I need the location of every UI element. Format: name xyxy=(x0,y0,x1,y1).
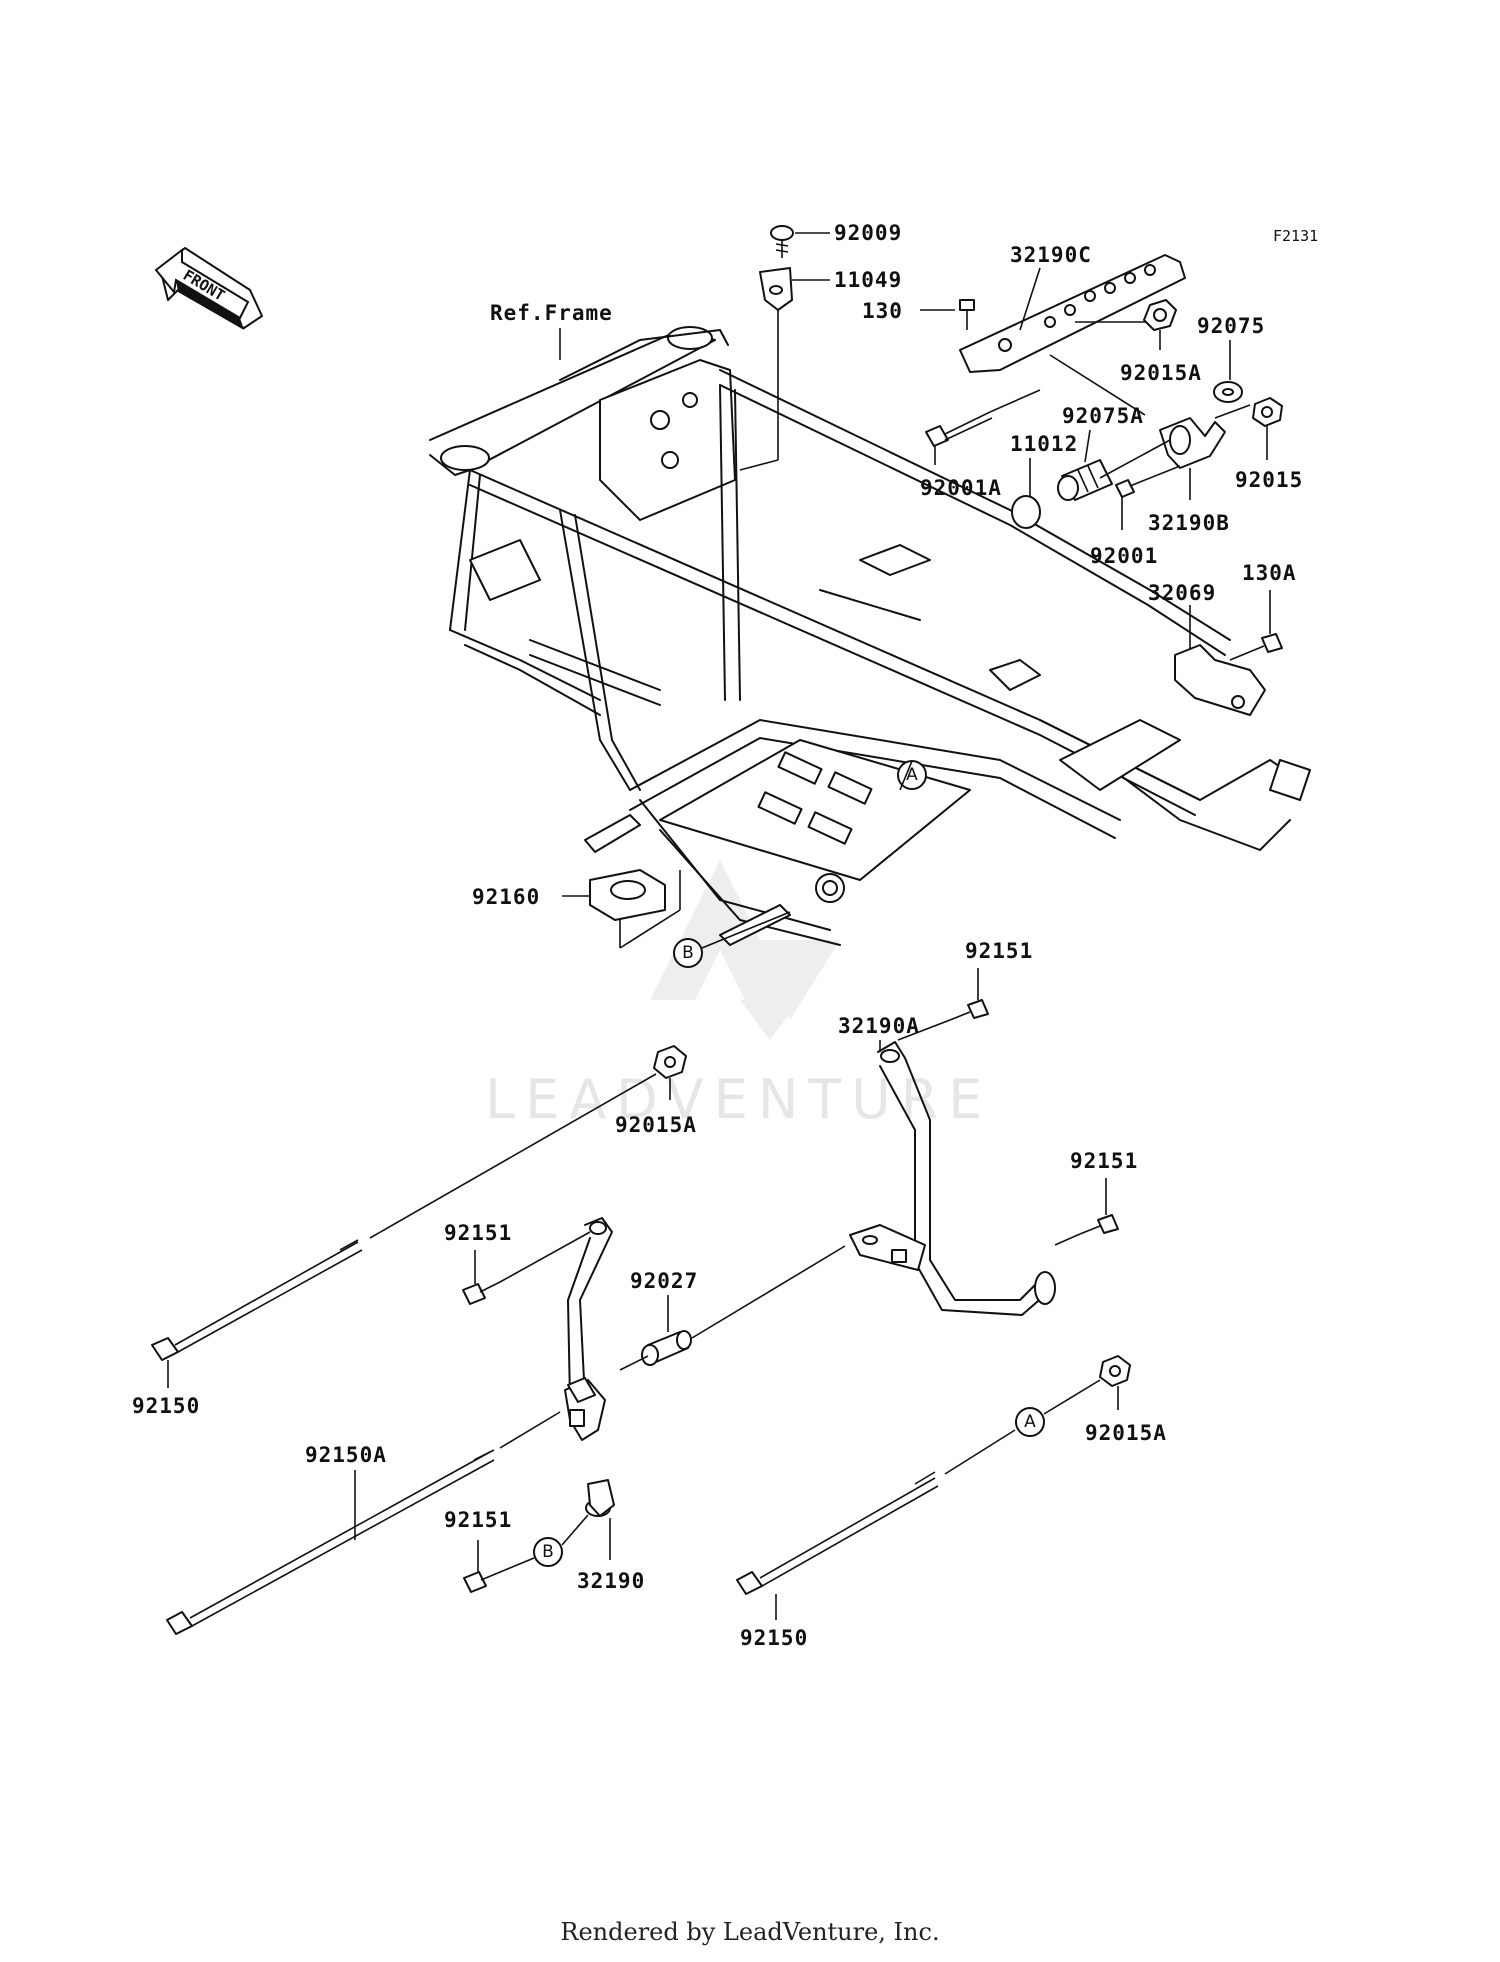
label-92151-b: 92151 xyxy=(1070,1149,1138,1173)
label-32190C: 32190C xyxy=(1010,243,1092,267)
main-frame xyxy=(429,326,1311,946)
part-92009-screw xyxy=(770,225,794,258)
watermark: LEADVENTURE xyxy=(485,860,992,1131)
part-92015-nut xyxy=(1252,397,1283,427)
part-92151-c-bolt xyxy=(462,1281,501,1305)
part-92150-right-bolt xyxy=(736,1471,939,1595)
label-92015A-right: 92015A xyxy=(1085,1421,1167,1445)
part-92015A-top-nut xyxy=(1143,299,1177,331)
label-32190A: 32190A xyxy=(838,1014,920,1038)
part-11012-washer xyxy=(1011,495,1041,529)
part-32069-bracket xyxy=(1174,644,1266,716)
marker-a-frame: A xyxy=(897,760,927,790)
label-11049: 11049 xyxy=(834,268,902,292)
part-92001-bolt xyxy=(1115,465,1181,498)
part-92150A-bolt xyxy=(166,1449,495,1635)
label-92150A: 92150A xyxy=(305,1443,387,1467)
label-92001A: 92001A xyxy=(920,476,1002,500)
marker-a-frame-text: A xyxy=(906,765,918,785)
part-11049-clip xyxy=(759,267,793,311)
label-92151-c: 92151 xyxy=(444,1221,512,1245)
label-92001: 92001 xyxy=(1090,544,1158,568)
front-arrow-icon: FRONT xyxy=(154,247,263,330)
label-11012: 11012 xyxy=(1010,432,1078,456)
label-32069: 32069 xyxy=(1148,581,1216,605)
label-92015A-mid: 92015A xyxy=(615,1113,697,1137)
part-92075A-bushing xyxy=(1057,459,1113,501)
part-92015A-right-nut xyxy=(1099,1355,1131,1387)
marker-b-frame-text: B xyxy=(682,943,694,963)
label-130A: 130A xyxy=(1242,561,1297,585)
label-92027: 92027 xyxy=(630,1269,698,1293)
label-92151-a: 92151 xyxy=(965,939,1033,963)
label-92160: 92160 xyxy=(472,885,540,909)
label-130: 130 xyxy=(862,299,903,323)
watermark-text: LEADVENTURE xyxy=(485,1068,992,1131)
part-92160-spacer xyxy=(589,869,666,921)
part-92151-a-bolt xyxy=(949,999,989,1021)
ref-frame-label: Ref.Frame xyxy=(490,301,613,325)
label-92150-left: 92150 xyxy=(132,1394,200,1418)
part-92027-collar xyxy=(641,1330,692,1366)
marker-a-bolt-text: A xyxy=(1024,1412,1036,1432)
figure-code: F2131 xyxy=(1273,227,1318,245)
part-32190A-bracket xyxy=(849,1041,1056,1316)
footer-credit: Rendered by LeadVenture, Inc. xyxy=(560,1918,940,1946)
part-92015A-mid-nut xyxy=(653,1045,687,1079)
marker-a-bolt: A xyxy=(1015,1407,1045,1437)
part-130-bolt xyxy=(959,299,975,330)
marker-b-frame: B xyxy=(673,938,703,968)
label-92015-top: 92015 xyxy=(1235,468,1303,492)
label-92009: 92009 xyxy=(834,221,902,245)
label-92075: 92075 xyxy=(1197,314,1265,338)
marker-b-bracket-text: B xyxy=(542,1542,554,1562)
label-32190: 32190 xyxy=(577,1569,645,1593)
part-92001A-bolt xyxy=(925,411,993,447)
label-92075A: 92075A xyxy=(1062,404,1144,428)
label-92151-d: 92151 xyxy=(444,1508,512,1532)
part-92075-washer xyxy=(1213,381,1243,403)
part-32190B-bracket xyxy=(1159,417,1226,469)
label-32190B: 32190B xyxy=(1148,511,1230,535)
marker-b-bracket: B xyxy=(533,1537,563,1567)
part-130A-bolt xyxy=(1229,633,1283,661)
part-32190-bracket xyxy=(564,1217,615,1517)
part-92151-d-bolt xyxy=(463,1569,506,1593)
part-92151-b-bolt xyxy=(1079,1214,1119,1235)
part-32190C-plate xyxy=(959,254,1186,373)
label-92015A-top: 92015A xyxy=(1120,361,1202,385)
part-92150-left-bolt xyxy=(151,1239,363,1361)
label-92150-right: 92150 xyxy=(740,1626,808,1650)
